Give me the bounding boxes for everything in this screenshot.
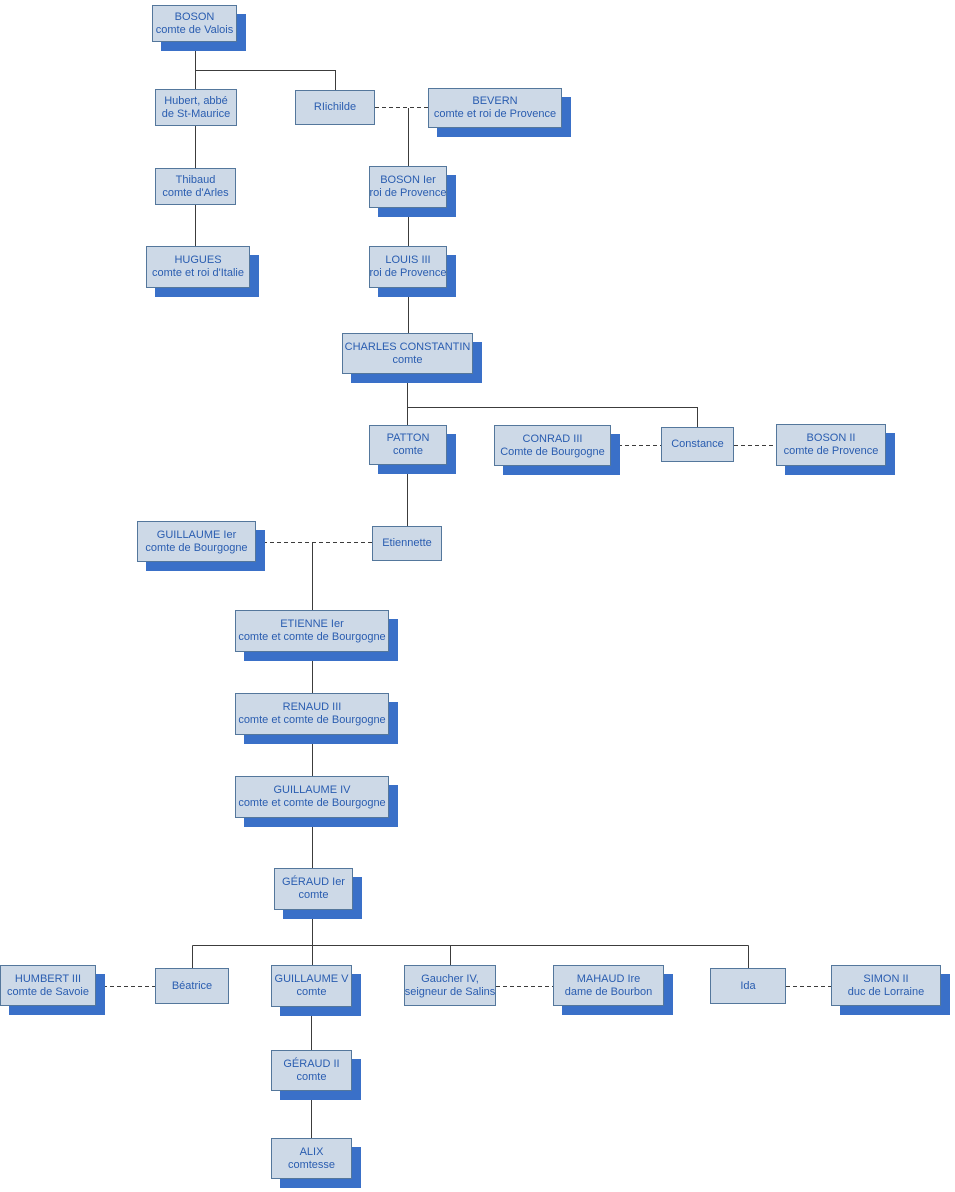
- person-name: SIMON II: [863, 972, 909, 985]
- connector-boson-to-children: [195, 42, 336, 90]
- node-beatrice[interactable]: Béatrice: [155, 968, 229, 1004]
- node-guillaume-1er[interactable]: GUILLAUME Ier comte de Bourgogne: [137, 521, 256, 562]
- node-renaud-iii[interactable]: RENAUD III comte et comte de Bourgogne: [235, 693, 389, 735]
- person-name: ALIX: [299, 1145, 324, 1158]
- node-boson-valois[interactable]: BOSON comte de Valois: [152, 5, 237, 42]
- node-geraud-1er[interactable]: GÉRAUD Ier comte: [274, 868, 353, 910]
- person-name: Ida: [740, 979, 756, 992]
- person-name: RIichilde: [313, 101, 357, 113]
- person-name: Etiennette: [382, 537, 432, 549]
- person-title: roi de Provence: [369, 187, 447, 199]
- node-guillaume-iv[interactable]: GUILLAUME IV comte et comte de Bourgogne: [235, 776, 389, 818]
- person-name: CONRAD III: [522, 432, 583, 445]
- person-name: GUILLAUME V: [274, 973, 349, 985]
- node-louis-iii[interactable]: LOUIS III roi de Provence: [369, 246, 447, 288]
- connector-geraud1er-to-children: [192, 910, 749, 968]
- person-name: GUILLAUME IV: [273, 784, 351, 796]
- node-simon-ii[interactable]: SIMON II duc de Lorraine: [831, 965, 941, 1006]
- node-hugues[interactable]: HUGUES comte et roi d'Italie: [146, 246, 250, 288]
- node-gaucher-iv[interactable]: Gaucher IV, seigneur de Salins: [404, 965, 496, 1006]
- person-title: duc de Lorraine: [847, 985, 925, 998]
- node-ida[interactable]: Ida: [710, 968, 786, 1004]
- person-title: comte: [298, 889, 329, 901]
- person-name: MAHAUD Ire: [576, 972, 641, 985]
- person-title: comte de Valois: [155, 23, 234, 36]
- person-title: comte et comte de Bourgogne: [238, 631, 386, 643]
- node-hubert[interactable]: Hubert, abbé de St-Maurice: [155, 89, 237, 126]
- node-thibaud[interactable]: Thibaud comte d'Arles: [155, 168, 236, 205]
- person-name: HUMBERT III: [14, 972, 82, 985]
- person-title: comte et roi d'Italie: [152, 267, 244, 279]
- person-name: ETIENNE Ier: [280, 618, 344, 630]
- person-title: comte de Bourgogne: [145, 541, 248, 554]
- person-title: de St-Maurice: [161, 107, 231, 120]
- person-name: CHARLES CONSTANTIN: [344, 340, 471, 353]
- person-name: BEVERN: [472, 95, 518, 107]
- person-name: RENAUD III: [282, 701, 342, 713]
- node-geraud-ii[interactable]: GÉRAUD II comte: [271, 1050, 352, 1091]
- person-title: comte et roi de Provence: [433, 108, 557, 120]
- node-conrad-iii[interactable]: CONRAD III Comte de Bourgogne: [494, 425, 611, 466]
- person-title: comte de Savoie: [7, 985, 89, 998]
- node-mahaud[interactable]: MAHAUD Ire dame de Bourbon: [553, 965, 664, 1006]
- node-boson-1er[interactable]: BOSON Ier roi de Provence: [369, 166, 447, 208]
- person-title: comte: [296, 986, 327, 998]
- connector-charles-to-children: [407, 374, 698, 427]
- person-name: HUGUES: [174, 254, 222, 266]
- person-title: comte: [392, 353, 423, 366]
- person-title: seigneur de Salins: [404, 985, 496, 998]
- node-charles-constantin[interactable]: CHARLES CONSTANTIN comte: [342, 333, 473, 374]
- person-name: PATTON: [386, 432, 430, 444]
- node-constance[interactable]: Constance: [661, 427, 734, 462]
- node-alix[interactable]: ALIX comtesse: [271, 1138, 352, 1179]
- person-title: comte et comte de Bourgogne: [238, 714, 386, 726]
- person-title: roi de Provence: [369, 267, 447, 279]
- person-name: LOUIS III: [385, 254, 431, 266]
- person-title: comtesse: [287, 1158, 336, 1171]
- person-title: comte et comte de Bourgogne: [238, 797, 386, 809]
- person-name: BOSON II: [806, 432, 856, 444]
- person-name: Constance: [671, 438, 724, 450]
- person-name: GÉRAUD Ier: [282, 876, 345, 888]
- node-etienne-1er[interactable]: ETIENNE Ier comte et comte de Bourgogne: [235, 610, 389, 652]
- person-title: comte de Provence: [783, 445, 879, 457]
- node-etiennette[interactable]: Etiennette: [372, 526, 442, 561]
- person-name: Gaucher IV,: [421, 972, 479, 985]
- person-name: GÉRAUD II: [283, 1057, 340, 1070]
- node-patton[interactable]: PATTON comte: [369, 425, 447, 465]
- person-title: Comte de Bourgogne: [500, 445, 605, 458]
- node-richilde[interactable]: RIichilde: [295, 90, 375, 125]
- node-boson-ii[interactable]: BOSON II comte de Provence: [776, 424, 886, 466]
- person-name: GUILLAUME Ier: [156, 528, 237, 541]
- node-guillaume-v[interactable]: GUILLAUME V comte: [271, 965, 352, 1007]
- person-title: comte: [393, 445, 423, 457]
- person-name: Thibaud: [175, 173, 216, 186]
- person-name: BOSON: [174, 10, 215, 23]
- person-name: Hubert, abbé: [164, 94, 228, 107]
- person-title: comte: [296, 1070, 327, 1083]
- person-title: dame de Bourbon: [564, 985, 653, 998]
- person-title: comte d'Arles: [162, 186, 229, 199]
- node-bevern[interactable]: BEVERN comte et roi de Provence: [428, 88, 562, 128]
- person-name: BOSON Ier: [380, 174, 436, 186]
- person-name: Béatrice: [171, 979, 213, 992]
- node-humbert-iii[interactable]: HUMBERT III comte de Savoie: [0, 965, 96, 1006]
